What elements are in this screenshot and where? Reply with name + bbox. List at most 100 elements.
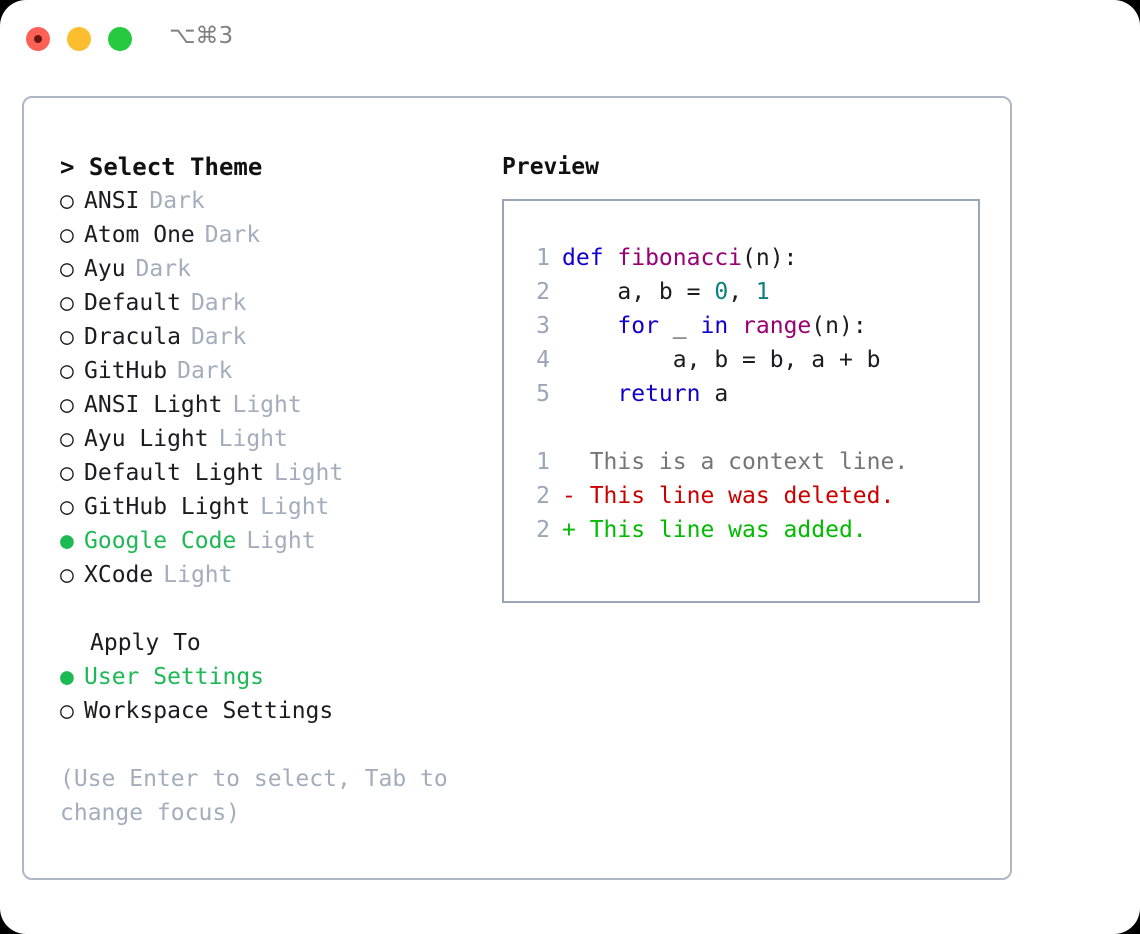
radio-unselected-icon: ○ xyxy=(60,460,74,486)
theme-name: Default xyxy=(84,290,181,316)
spacer-2 xyxy=(60,728,490,762)
theme-variant-badge: Dark xyxy=(190,290,247,316)
theme-name: ANSI xyxy=(84,188,140,214)
code-token-num: 0 xyxy=(714,279,729,305)
code-token-plain: , xyxy=(728,279,756,305)
theme-name: ANSI Light xyxy=(84,392,223,418)
radio-selected-icon: ● xyxy=(60,528,74,554)
code-line: 4 a, b = b, a + b xyxy=(504,343,978,377)
theme-variant-badge: Dark xyxy=(177,358,233,384)
radio-unselected-icon: ○ xyxy=(60,426,74,452)
theme-variant-badge: Dark xyxy=(190,324,247,350)
code-line: 2 a, b = 0, 1 xyxy=(504,275,978,309)
theme-name: Ayu xyxy=(84,256,126,282)
line-number: 5 xyxy=(536,381,550,407)
apply-option-label: Workspace Settings xyxy=(84,698,334,724)
theme-name: Dracula xyxy=(84,324,181,350)
theme-name: Atom One xyxy=(84,222,195,248)
keyboard-hint-text: (Use Enter to select, Tab to change focu… xyxy=(60,766,448,826)
code-line-text: return a xyxy=(562,377,728,411)
radio-unselected-icon: ○ xyxy=(60,358,74,384)
code-token-plain xyxy=(728,313,742,339)
title-bar: ⌥⌘3 xyxy=(0,0,1140,76)
code-line: 1 def fibonacci(n): xyxy=(504,241,978,275)
theme-option-ayu-light[interactable]: ○ Ayu Light Light xyxy=(60,422,490,456)
preview-heading: Preview xyxy=(502,154,599,180)
code-token-kw: for xyxy=(617,313,659,339)
radio-unselected-icon: ○ xyxy=(60,324,74,350)
line-number: 1 xyxy=(536,449,550,475)
theme-variant-badge: Light xyxy=(260,494,330,520)
theme-name: Default Light xyxy=(84,460,265,486)
code-token-plain: _ xyxy=(658,313,701,339)
theme-name: Google Code xyxy=(84,528,237,554)
theme-variant-badge: Light xyxy=(218,426,288,452)
radio-unselected-icon: ○ xyxy=(60,256,74,282)
close-button[interactable] xyxy=(26,27,50,51)
code-token-plain xyxy=(562,381,617,407)
traffic-light-controls xyxy=(26,27,132,51)
code-token-plain: (n): xyxy=(811,313,867,339)
code-line-text: def fibonacci(n): xyxy=(562,241,797,275)
select-theme-heading: > Select Theme xyxy=(60,153,263,181)
diff-line-text: + This line was added. xyxy=(562,517,867,543)
radio-unselected-icon: ○ xyxy=(60,494,74,520)
apply-option-label: User Settings xyxy=(84,664,265,690)
theme-variant-badge: Light xyxy=(246,528,316,554)
radio-unselected-icon: ○ xyxy=(60,188,74,214)
code-line: 3 for _ in range(n): xyxy=(504,309,978,343)
code-token-plain: a, b = b, a + b xyxy=(562,347,881,373)
apply-option-user-settings[interactable]: ● User Settings xyxy=(60,660,490,694)
apply-option-workspace-settings[interactable]: ○ Workspace Settings xyxy=(60,694,490,728)
apply-to-label: Apply To xyxy=(90,630,201,656)
radio-unselected-icon: ○ xyxy=(60,698,74,724)
diff-line-del: 2 - This line was deleted. xyxy=(504,479,978,513)
theme-variant-badge: Light xyxy=(163,562,233,588)
radio-selected-icon: ● xyxy=(60,664,74,690)
theme-name: GitHub xyxy=(84,358,168,384)
diff-line-ctx: 1 This is a context line. xyxy=(504,445,978,479)
diff-line-text: This is a context line. xyxy=(562,449,909,475)
code-token-fn: range xyxy=(742,313,812,339)
apply-to-list[interactable]: ● User Settings ○ Workspace Settings xyxy=(60,660,490,728)
maximize-button[interactable] xyxy=(108,27,132,51)
line-number: 2 xyxy=(536,517,550,543)
line-number: 2 xyxy=(536,279,550,305)
diff-line-add: 2 + This line was added. xyxy=(504,513,978,547)
theme-option-github[interactable]: ○ GitHub Dark xyxy=(60,354,490,388)
minimize-button[interactable] xyxy=(67,27,91,51)
code-token-num: 1 xyxy=(755,279,770,305)
code-token-kw: def xyxy=(562,245,618,271)
theme-option-dracula[interactable]: ○ Dracula Dark xyxy=(60,320,490,354)
diff-sample: 1 This is a context line. 2 - This line wa… xyxy=(504,445,978,547)
theme-option-google-code[interactable]: ● Google Code Light xyxy=(60,524,490,558)
code-line-text: a, b = 0, 1 xyxy=(562,275,770,309)
line-number: 1 xyxy=(536,245,550,271)
code-token-kw: in xyxy=(700,313,729,339)
code-token-fn: fibonacci xyxy=(617,245,743,271)
line-number: 2 xyxy=(536,483,550,509)
code-line: 5 return a xyxy=(504,377,978,411)
window-title-shortcut: ⌥⌘3 xyxy=(169,23,234,49)
theme-name: XCode xyxy=(84,562,154,588)
code-diff-spacer xyxy=(504,411,978,445)
theme-variant-badge: Dark xyxy=(204,222,261,248)
theme-name: Ayu Light xyxy=(84,426,209,452)
diff-line-text: - This line was deleted. xyxy=(562,483,895,509)
code-token-plain: (n): xyxy=(742,245,798,271)
